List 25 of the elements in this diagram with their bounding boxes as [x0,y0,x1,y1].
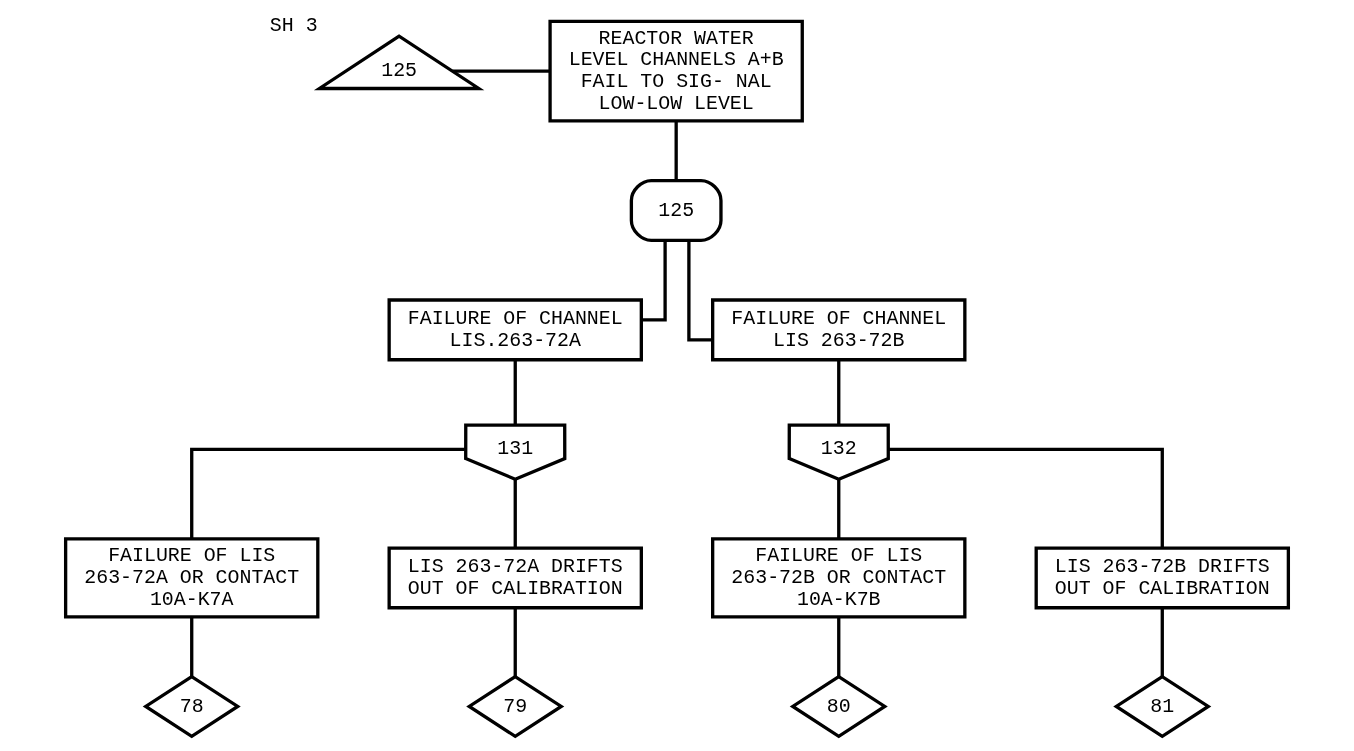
connector [513,608,517,677]
node-box: FAILURE OF CHANNEL LIS.263-72A [387,298,643,362]
node-box: 125 [629,178,723,242]
connector [674,121,678,181]
node-diamond: 81 [1113,674,1212,739]
node-diamond: 79 [466,674,565,739]
connector [837,617,841,676]
connector [888,447,1164,548]
connector [190,617,194,676]
node-diamond: 80 [789,674,888,739]
connector [837,360,841,425]
node-box: FAILURE OF LIS 263-72B OR CONTACT 10A-K7B [711,537,967,619]
connector [1160,608,1164,677]
connector [513,360,517,425]
connector [837,479,841,539]
connector [452,69,550,73]
connector [513,479,517,548]
node-diamond: 78 [142,674,241,739]
node-box: LIS 263-72B DRIFTS OUT OF CALIBRATION [1034,546,1290,610]
node-box: REACTOR WATER LEVEL CHANNELS A+B FAIL TO SIG- NAL LOW-LOW LEVEL [548,19,804,123]
node-box: FAILURE OF LIS 263-72A OR CONTACT 10A-K7A [64,537,320,619]
node-label: SH 3 [269,13,318,37]
connector [190,447,466,539]
node-box: FAILURE OF CHANNEL LIS 263-72B [711,298,967,362]
node-box: LIS 263-72A DRIFTS OUT OF CALIBRATION [387,546,643,610]
